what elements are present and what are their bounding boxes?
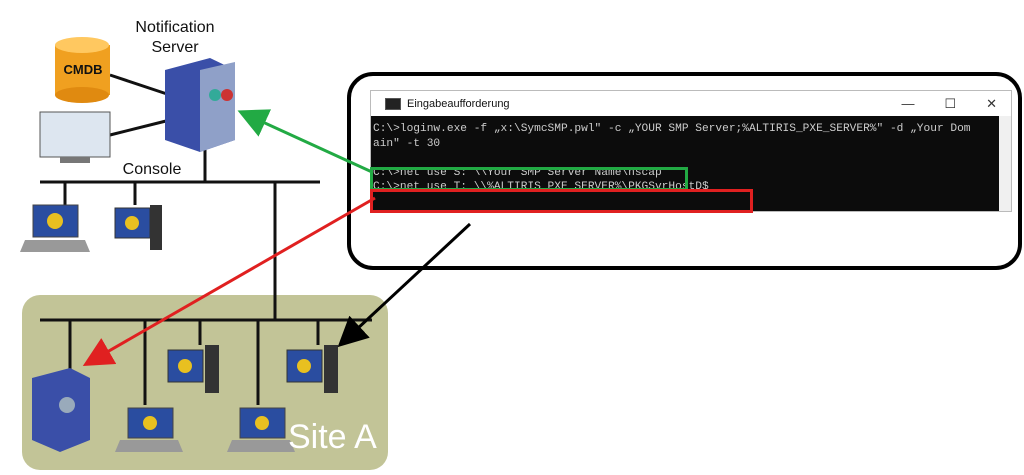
notification-server-icon: [165, 58, 235, 152]
green-highlight: [370, 167, 688, 191]
console-label: Console: [122, 161, 182, 178]
cmdb-label: CMDB: [63, 62, 103, 77]
minimize-button[interactable]: —: [901, 95, 915, 111]
cmd-icon: [385, 97, 401, 110]
maximize-button[interactable]: ☐: [944, 95, 957, 111]
terminal-line: C:\>loginw.exe -f „x:\SymcSMP.pwl" -c „Y…: [373, 123, 971, 135]
cmdb-database-icon: [55, 37, 110, 103]
notification-server-label: Notification Server: [135, 19, 215, 56]
red-highlight: [370, 189, 753, 213]
title-bar: Eingabeaufforderung — ☐ ✕: [371, 91, 1011, 116]
site-server-icon: [32, 368, 90, 452]
laptop-icon: [20, 204, 90, 252]
site-a-label: Site A: [288, 418, 377, 456]
laptop-icon: [227, 407, 295, 452]
laptop-icon: [115, 407, 183, 452]
scrollbar[interactable]: [999, 116, 1011, 211]
window-title: Eingabeaufforderung: [407, 97, 510, 110]
desktop-icon: [114, 205, 162, 250]
terminal-line: [373, 151, 1011, 166]
console-monitor-icon: [39, 111, 111, 163]
terminal-line: ain" -t 30: [373, 137, 441, 150]
close-button[interactable]: ✕: [986, 95, 997, 111]
